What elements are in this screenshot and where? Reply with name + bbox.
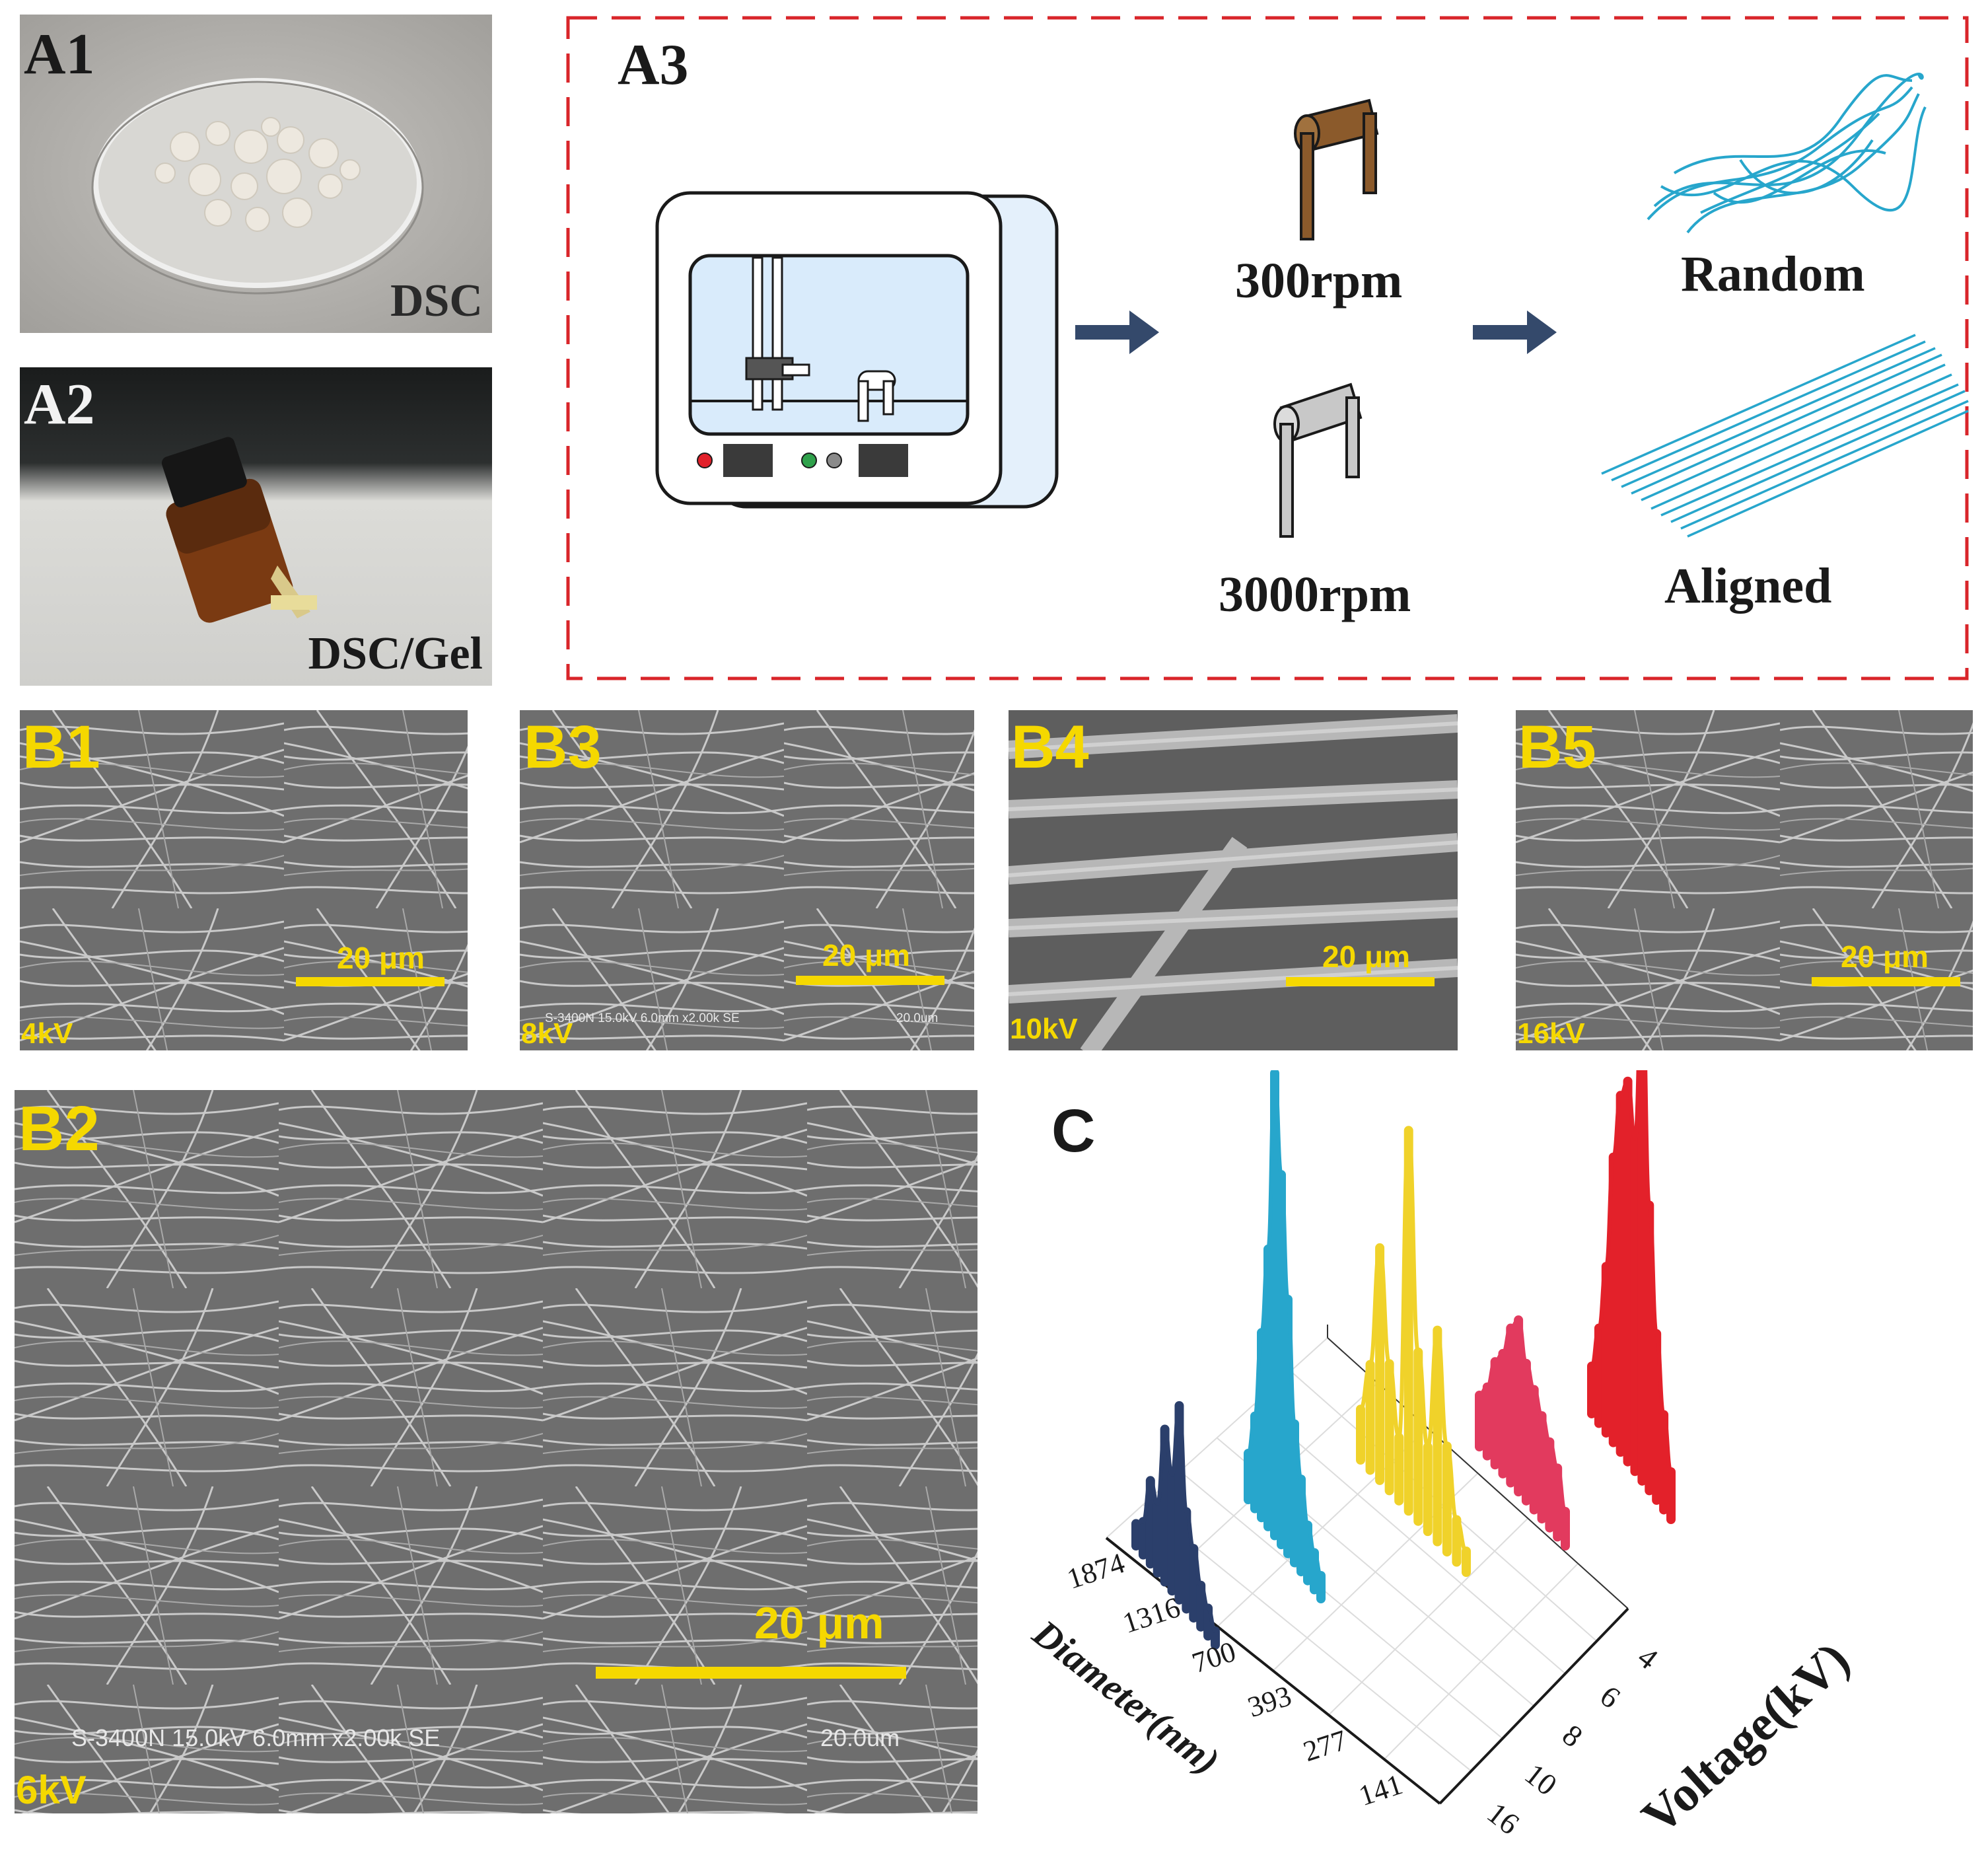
diameter-tick-label: 1316 <box>1119 1591 1184 1640</box>
diameter-tick-label: 141 <box>1355 1768 1407 1812</box>
roller-gray-icon <box>1273 383 1363 538</box>
panel-label-b1: B1 <box>22 713 100 781</box>
voltage-tick-label: 10 <box>1518 1757 1563 1802</box>
vial-image <box>20 367 492 686</box>
sem-image <box>520 710 974 1050</box>
scale-bar <box>596 1667 906 1679</box>
scale-text: 20 μm <box>822 938 910 972</box>
arrow-icon <box>1075 310 1159 354</box>
output-label-aligned: Aligned <box>1664 558 1832 614</box>
scale-bar <box>1812 977 1960 986</box>
voltage-label: 4kV <box>21 1017 73 1050</box>
panel-label-b3: B3 <box>524 713 602 781</box>
scale-bar <box>296 977 444 986</box>
speed-label-3000rpm: 3000rpm <box>1219 567 1411 622</box>
panel-label-b5: B5 <box>1518 713 1596 781</box>
scale-text: 20 μm <box>337 941 425 975</box>
series-curve <box>1479 1318 1567 1514</box>
diameter-axis-title: Diameter(nm) <box>1024 1611 1227 1782</box>
series-curve <box>1135 1403 1217 1633</box>
scale-bar <box>796 976 944 985</box>
series-curve <box>1359 1128 1468 1553</box>
roller-brown-icon <box>1294 98 1379 240</box>
scale-text: 20 μm <box>1322 939 1410 974</box>
scale-bar <box>1286 977 1435 986</box>
series-16kv <box>1587 1070 1676 1524</box>
panel-label-c: C <box>1051 1097 1096 1165</box>
photo-a2: A2 DSC/Gel <box>20 367 492 686</box>
diameter-tick-label: 700 <box>1188 1635 1240 1679</box>
sem-info-text: S-3400N 15.0kV 6.0mm x2.00k SE <box>71 1724 441 1751</box>
voltage-label: 6kV <box>16 1768 87 1812</box>
sem-image <box>15 1090 977 1813</box>
series-4kv <box>1131 1401 1220 1650</box>
series-curve <box>1590 1070 1673 1474</box>
electrospinning-machine-icon <box>655 191 1059 509</box>
random-fibers-icon <box>1647 73 1927 234</box>
voltage-axis <box>1438 1607 1629 1805</box>
series-10kv <box>1475 1315 1570 1551</box>
series-curve <box>1246 1071 1323 1578</box>
aligned-fibers-icon <box>1601 334 1969 538</box>
diameter-tick-label: 277 <box>1299 1724 1351 1768</box>
caption-dsc-gel: DSC/Gel <box>308 628 483 679</box>
electrospinning-schematic <box>566 16 1969 680</box>
voltage-tick-label: 8 <box>1556 1718 1589 1753</box>
caption-dsc: DSC <box>390 275 483 326</box>
diameter-axis <box>1105 1537 1441 1805</box>
grid-line <box>1328 1517 1529 1716</box>
panel-label-a3: A3 <box>618 33 689 97</box>
sem-ruler-text: 20.0um <box>820 1724 900 1751</box>
voltage-label: 10kV <box>1010 1013 1078 1045</box>
scale-text: 20 μm <box>754 1598 884 1648</box>
output-label-random: Random <box>1681 246 1865 302</box>
voltage-tick-label: 16 <box>1481 1796 1526 1841</box>
grid-line <box>1384 1562 1579 1760</box>
voltage-tick-label: 4 <box>1631 1640 1664 1675</box>
sem-info-text: S-3400N 15.0kV 6.0mm x2.00k SE <box>545 1011 740 1025</box>
petri-dish-image <box>20 15 492 333</box>
panel-label-a2: A2 <box>24 373 95 437</box>
panel-label-b2: B2 <box>18 1093 100 1164</box>
arrow-icon <box>1473 310 1557 354</box>
panel-label-b4: B4 <box>1011 713 1089 781</box>
sem-b4: B4 20 μm 10kV <box>1009 710 1458 1050</box>
panel-label-a1: A1 <box>24 22 95 87</box>
sem-image <box>1516 710 1973 1050</box>
sem-b1: B1 20 μm 4kV <box>20 710 468 1050</box>
sem-b3: B3 20 μm S-3400N 15.0kV 6.0mm x2.00k SE … <box>520 710 974 1050</box>
voltage-axis-title: Voltage(kV) <box>1631 1631 1860 1844</box>
diameter-tick-label: 1874 <box>1063 1547 1129 1595</box>
speed-label-300rpm: 300rpm <box>1235 253 1403 309</box>
scale-text: 20 μm <box>1841 939 1929 974</box>
diameter-tick-label: 393 <box>1244 1679 1295 1724</box>
sem-ruler-text: 20.0um <box>896 1011 939 1025</box>
sem-b2: B2 20 μm S-3400N 15.0kV 6.0mm x2.00k SE … <box>15 1090 977 1813</box>
voltage-label: 8kV <box>521 1017 573 1050</box>
photo-a1: A1 DSC <box>20 15 492 333</box>
series-6kv <box>1244 1070 1326 1603</box>
sem-image <box>1009 710 1458 1050</box>
sem-image <box>20 710 468 1050</box>
series-8kv <box>1356 1126 1471 1577</box>
schematic-a3: A3 300rpm 3000rpm Random Aligned <box>565 15 1971 682</box>
voltage-label: 16kV <box>1517 1017 1585 1050</box>
sem-b5: B5 20 μm 16kV <box>1516 710 1973 1050</box>
voltage-tick-label: 6 <box>1594 1679 1627 1714</box>
